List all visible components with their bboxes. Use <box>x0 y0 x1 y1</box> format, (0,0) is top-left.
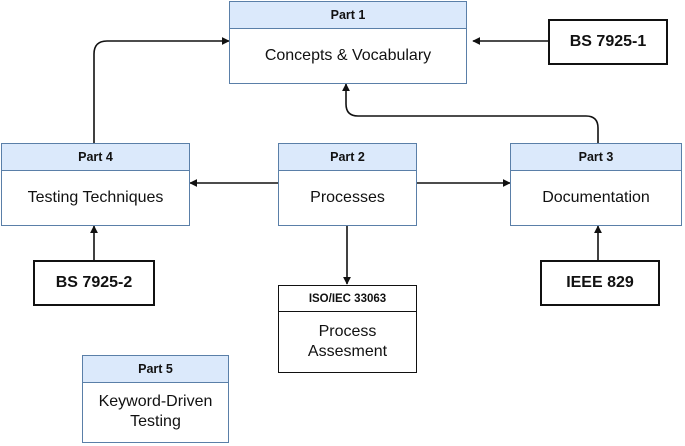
part4-box: Part 4 Testing Techniques <box>1 143 190 226</box>
part1-label: Concepts & Vocabulary <box>264 46 432 64</box>
bs79251-box: BS 7925-1 <box>548 19 668 65</box>
part2-box: Part 2 Processes <box>278 143 417 226</box>
part5-label-line2: Testing <box>130 413 181 430</box>
part3-header: Part 3 <box>511 144 681 171</box>
part5-box: Part 5 Keyword-Driven Testing <box>82 355 229 443</box>
iso33063-body: Process Assesment <box>279 312 416 371</box>
part5-label-line1: Keyword-Driven <box>98 393 213 410</box>
ieee829-box: IEEE 829 <box>540 260 660 306</box>
iso33063-label-line1: Process <box>318 322 377 340</box>
part5-label: Keyword-Driven Testing <box>83 383 228 441</box>
arrow-part3-to-part1 <box>342 83 599 143</box>
iso33063-box: ISO/IEC 33063 Process Assesment <box>278 285 417 373</box>
iso33063-label-line2: Assesment <box>307 342 388 360</box>
part2-label: Processes <box>310 188 385 206</box>
part4-label: Testing Techniques <box>27 188 164 206</box>
part2-header: Part 2 <box>279 144 416 171</box>
part3-box: Part 3 Documentation <box>510 143 682 226</box>
iso33063-header: ISO/IEC 33063 <box>279 286 416 312</box>
part5-header: Part 5 <box>83 356 228 383</box>
part4-header: Part 4 <box>2 144 189 171</box>
part1-box: Part 1 Concepts & Vocabulary <box>229 1 467 84</box>
bs79252-box: BS 7925-2 <box>33 260 155 306</box>
part1-header: Part 1 <box>230 2 466 29</box>
part3-label: Documentation <box>542 188 650 206</box>
arrow-part4-to-part1 <box>93 37 230 143</box>
